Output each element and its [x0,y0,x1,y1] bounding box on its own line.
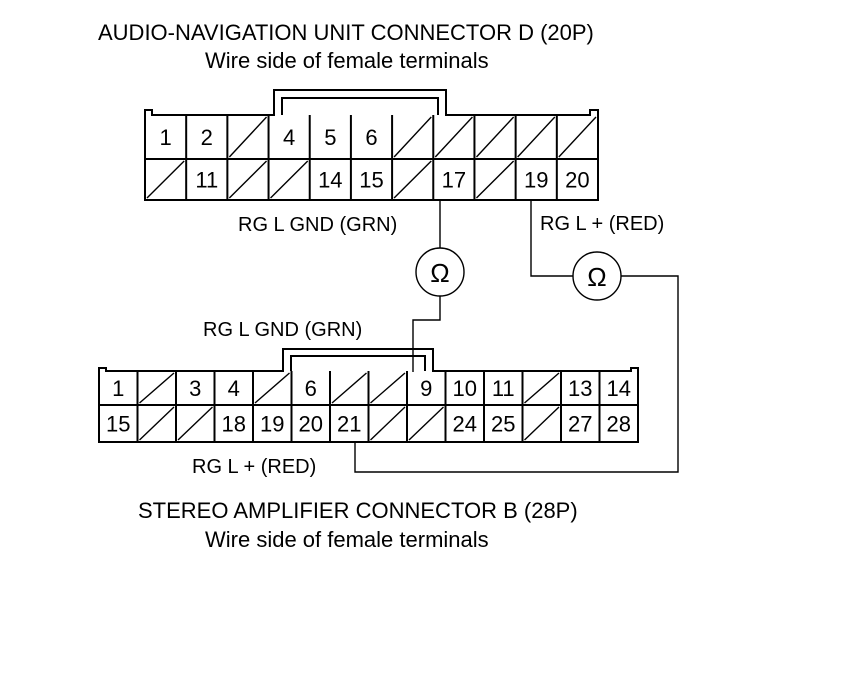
connector-b-pin-6: 6 [305,376,317,401]
connector-d-pin-14: 14 [318,168,342,193]
connector-b-empty-cavity [177,406,213,441]
connector-b-empty-cavity [139,406,175,441]
connector-d-empty-cavity [146,160,185,199]
connector-b-pin-4: 4 [228,376,240,401]
connector-b-pin-19: 19 [260,412,284,437]
connector-b-pin-3: 3 [189,376,201,401]
connector-d-empty-cavity [228,116,268,158]
connector-d-empty-cavity [558,116,597,158]
wire-pos: Ω [354,200,679,473]
wire-gnd: Ω [412,200,465,372]
connector-b-empty-cavity [524,372,560,404]
connector-b-subtitle: Wire side of female terminals [205,527,489,552]
connector-b-pin-20: 20 [299,412,323,437]
connector-b-pin-9: 9 [420,376,432,401]
connector-b-pin-28: 28 [607,412,631,437]
connector-b-pin-27: 27 [568,412,592,437]
connector-d-subtitle: Wire side of female terminals [205,48,489,73]
connector-d-pin-1: 1 [159,125,171,150]
connector-b-pin-21: 21 [337,412,361,437]
connector-b-pin-24: 24 [453,412,477,437]
connector-d-empty-cavity [393,160,432,199]
connector-d-pin-4: 4 [283,125,295,150]
connector-b-pin-10: 10 [453,376,477,401]
ohmmeter-pos [572,251,622,301]
connector-d-pin-17: 17 [442,168,466,193]
connector-b-empty-cavity [331,372,367,404]
connector-d-pin-15: 15 [359,168,383,193]
connector-d-pin-20: 20 [565,168,589,193]
connector-d-empty-cavity [393,116,432,158]
connector-d-empty-cavity [475,116,515,158]
connector-d-pin-6: 6 [365,125,377,150]
pos-top-label: RG L + (RED) [540,213,664,235]
connector-d-title: AUDIO-NAVIGATION UNIT CONNECTOR D (20P) [98,20,594,45]
connector-d-empty-cavity [475,160,515,199]
connector-d-empty-cavity [434,116,473,158]
ohm-symbol-gnd: Ω [430,258,449,288]
connector-b-pin-14: 14 [607,376,631,401]
gnd-top-label: RG L GND (GRN) [238,214,397,236]
connector-d-empty-cavity [517,116,556,158]
connector-b-empty-cavity [254,372,290,404]
connector-b-pin-11: 11 [492,376,515,401]
connector-b-pin-25: 25 [491,412,515,437]
connector-d: 1 2 4 5 6 11 14 15 17 19 20 [144,89,599,201]
pos-bottom-label: RG L + (RED) [192,456,316,478]
connector-b-pin-13: 13 [568,376,592,401]
connector-b-pin-15: 15 [106,412,130,437]
connector-b-empty-cavity [139,372,175,404]
connector-b-empty-cavity [370,406,406,441]
ohm-symbol-pos: Ω [587,262,606,292]
gnd-bottom-label: RG L GND (GRN) [203,319,362,341]
connector-b-title: STEREO AMPLIFIER CONNECTOR B (28P) [138,498,578,523]
connector-d-pin-5: 5 [324,125,336,150]
connector-d-empty-cavity [228,160,268,199]
connector-b-empty-cavity [524,406,560,441]
connector-b-pin-1: 1 [112,376,124,401]
ohmmeter-gnd [415,247,465,297]
connector-b-pin-18: 18 [222,412,246,437]
connector-b-empty-cavity [370,372,406,404]
connector-d-pin-2: 2 [201,125,213,150]
connector-d-pin-11: 11 [195,168,218,193]
connector-b-empty-cavity [408,406,444,441]
connector-d-pin-19: 19 [524,168,548,193]
connector-d-empty-cavity [270,160,309,199]
